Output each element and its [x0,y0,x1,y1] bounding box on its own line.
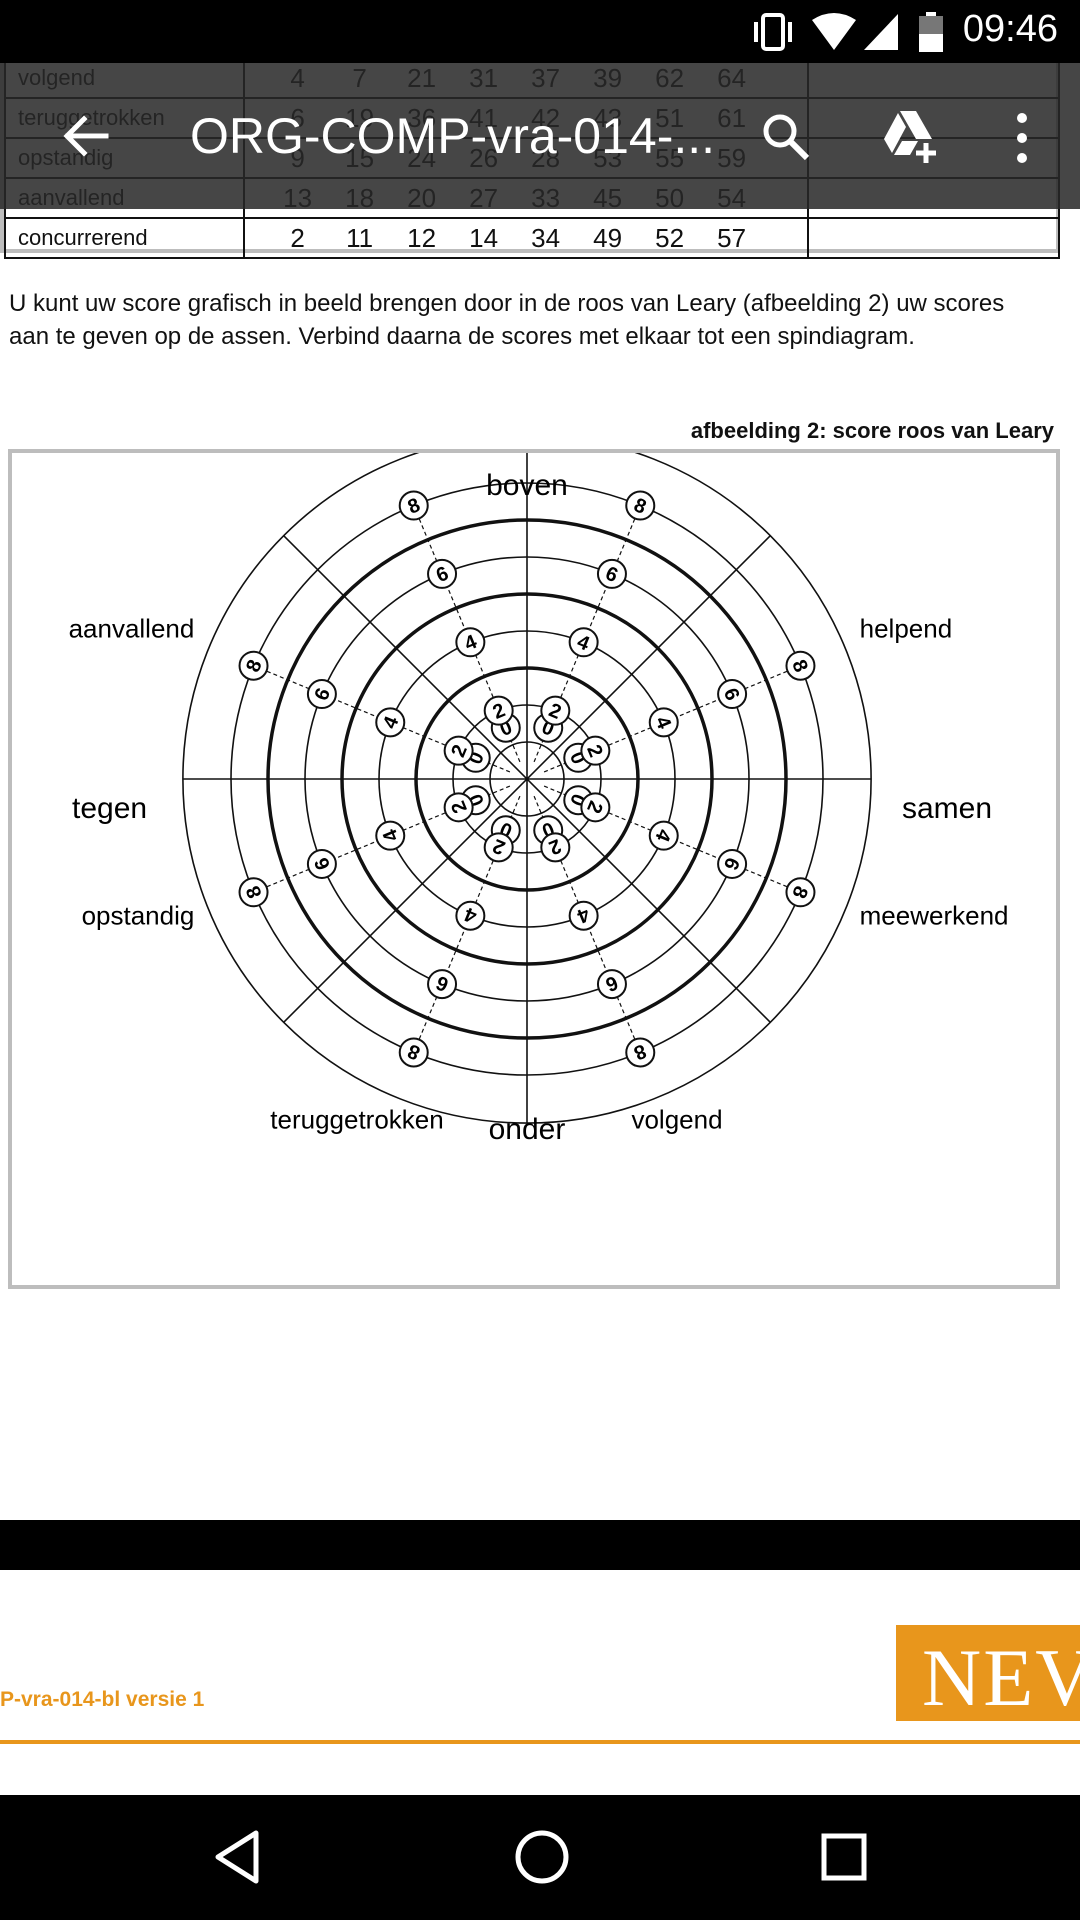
document-page[interactable]: volgend47213137396264teruggetrokken61936… [0,63,1080,1520]
sector-scale-line [413,795,521,1053]
sector-label: helpend [860,614,953,644]
recents-nav-icon[interactable] [820,1829,868,1885]
sector-label: meewerkend [860,900,1009,930]
drive-add-icon[interactable] [882,107,944,165]
axis-diagonal [283,535,771,1023]
tick-marker [427,558,458,589]
item-number: 2 [290,222,305,253]
more-options-icon[interactable] [1012,111,1032,165]
axis-label-top: boven [486,469,568,502]
navigation-bar [0,1795,1080,1920]
item-number: 49 [593,222,623,253]
tick-marker [785,650,816,681]
tick-marker [785,877,816,908]
sector-scale-line [543,785,801,893]
tick-marker [306,679,337,710]
signal-icon [864,14,898,50]
home-nav-icon[interactable] [514,1829,570,1885]
next-page-footer: P-vra-014-bl versie 1 NEV [0,1570,1080,1795]
row-label: concurrerend [4,217,245,259]
item-number: 12 [407,222,437,253]
tick-marker [238,650,269,681]
tick-marker [580,792,611,823]
tick-marker [540,695,571,726]
tick-marker [625,490,656,521]
tick-marker [398,490,429,521]
tick-marker [568,627,599,658]
status-bar: 09:46 [0,0,1080,63]
document-reference: P-vra-014-bl versie 1 [0,1688,205,1711]
tick-marker [375,820,406,851]
tick-marker [596,969,627,1000]
publisher-logo: NEV [896,1625,1080,1721]
back-arrow-icon[interactable] [60,111,110,161]
sector-scale-line [543,665,801,773]
tick-marker [375,707,406,738]
item-number: 52 [655,222,685,253]
tick-marker [455,627,486,658]
page-gap [0,1520,1080,1570]
axis-label-left: tegen [72,792,147,825]
tick-marker [483,695,514,726]
tick-marker [455,900,486,931]
sector-label: teruggetrokken [270,1105,443,1135]
tick-marker [568,900,599,931]
tick-marker [443,735,474,766]
leary-rose-frame: 02468leidend02468helpend02468meewerkend0… [8,449,1060,1289]
tick-marker [238,877,269,908]
document-title: ORG-COMP-vra-014-... [190,108,716,164]
item-number: 57 [717,222,747,253]
vibrate-icon [754,13,792,51]
table-row: concurrerend 2 11 12 14 34 49 52 57 [4,217,1060,259]
item-number: 34 [531,222,561,253]
tick-marker [540,832,571,863]
item-number: 11 [346,222,374,253]
tick-marker [648,707,679,738]
tick-marker [427,969,458,1000]
tick-marker [648,820,679,851]
tick-marker [717,848,748,879]
wifi-icon [812,13,856,50]
sector-scale-line [533,505,641,763]
tick-marker [596,558,627,589]
instruction-paragraph: U kunt uw score grafisch in beeld brenge… [9,290,1005,350]
status-time: 09:46 [962,8,1058,50]
figure-caption: afbeelding 2: score roos van Leary [690,418,1054,443]
tick-marker [443,792,474,823]
axis-label-bottom: onder [489,1113,566,1146]
sector-label: volgend [631,1105,722,1135]
item-number: 14 [469,222,499,253]
leary-rose-chart: 02468leidend02468helpend02468meewerkend0… [69,453,1009,1146]
sector-label: aanvallend [69,614,195,644]
tick-marker [625,1037,656,1068]
logo-text: NEV [922,1632,1080,1721]
sector-scale-line [533,795,641,1053]
tick-marker [580,735,611,766]
sector-label: opstandig [82,900,195,930]
footer-line [0,1740,1080,1744]
back-nav-icon[interactable] [212,1829,262,1885]
tick-marker [717,679,748,710]
app-bar: ORG-COMP-vra-014-... [0,63,1080,209]
sector-scale-line [413,505,521,763]
axis-label-right: samen [902,792,992,825]
search-icon[interactable] [760,111,812,163]
tick-marker [398,1037,429,1068]
tick-marker [483,832,514,863]
score-cell[interactable] [807,217,1060,259]
sector-scale-line [253,785,511,893]
sector-scale-line [253,665,511,773]
battery-icon [919,12,943,52]
tick-marker [306,848,337,879]
